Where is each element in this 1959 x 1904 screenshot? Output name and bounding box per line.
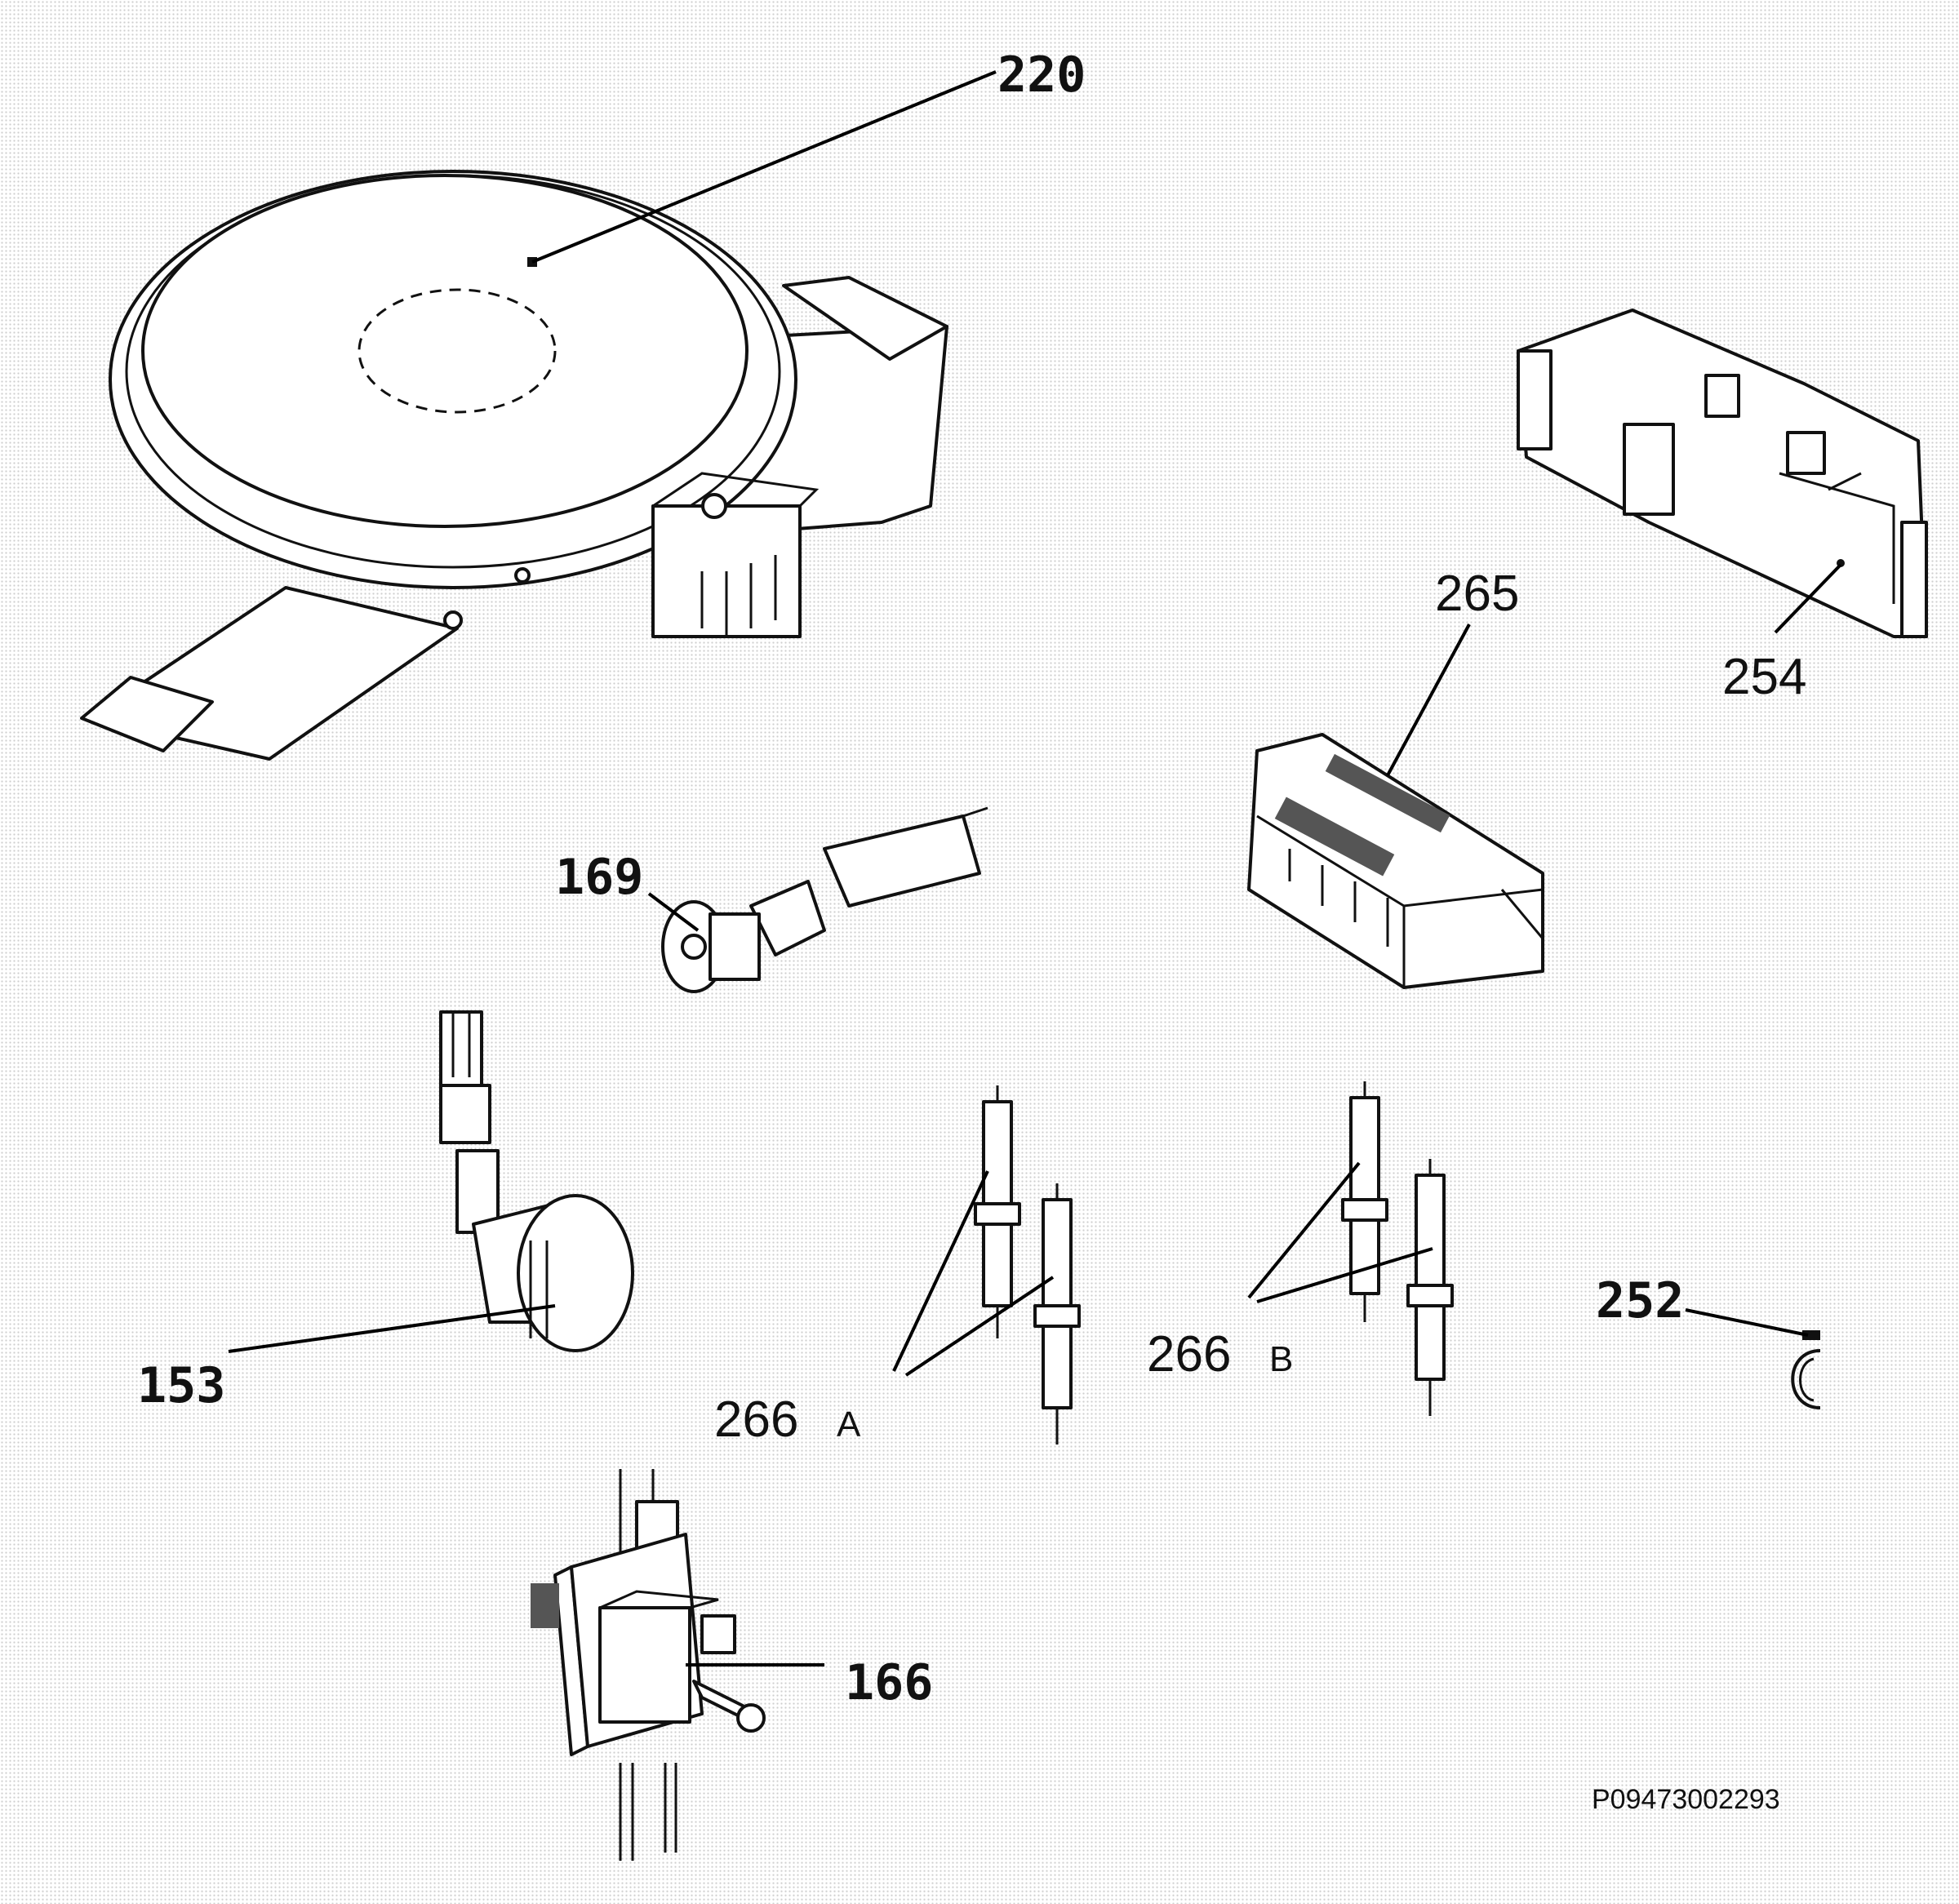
label-169: 169 [555, 849, 643, 906]
leader-220 [531, 70, 997, 264]
label-254: 254 [1722, 649, 1806, 705]
label-266a: 266 [714, 1391, 798, 1448]
label-252: 252 [1596, 1272, 1684, 1329]
leader-266a-2 [904, 1276, 1055, 1377]
part-153-energy-regulator [439, 1010, 634, 1352]
leader-265 [1386, 624, 1471, 776]
label-266b-suffix: B [1269, 1339, 1293, 1379]
leader-169 [647, 892, 700, 932]
part-266a-igniters [974, 1085, 1081, 1445]
part-266b-igniters [1341, 1081, 1454, 1416]
leader-252 [1685, 1308, 1809, 1337]
part-254-lamp-housing [1517, 308, 1928, 638]
label-266b: 266 [1147, 1326, 1231, 1383]
leader-153 [228, 1304, 556, 1353]
part-220-hotplate [80, 170, 948, 761]
leader-266b-1 [1247, 1161, 1361, 1299]
leader-266a-1 [892, 1170, 989, 1372]
leader-266b-2 [1256, 1247, 1433, 1303]
drawing-code: P09473002293 [1592, 1784, 1780, 1815]
leader-254 [1774, 563, 1842, 634]
label-266a-suffix: A [837, 1405, 861, 1445]
part-169-thermostat [661, 806, 988, 993]
part-265-selector-switch [1247, 733, 1544, 989]
label-265: 265 [1435, 566, 1519, 622]
label-153: 153 [137, 1357, 225, 1414]
part-252-clip [1791, 1330, 1821, 1409]
label-220: 220 [997, 47, 1086, 104]
label-166: 166 [845, 1654, 933, 1711]
part-166-thermostat-bracket [531, 1469, 766, 1861]
